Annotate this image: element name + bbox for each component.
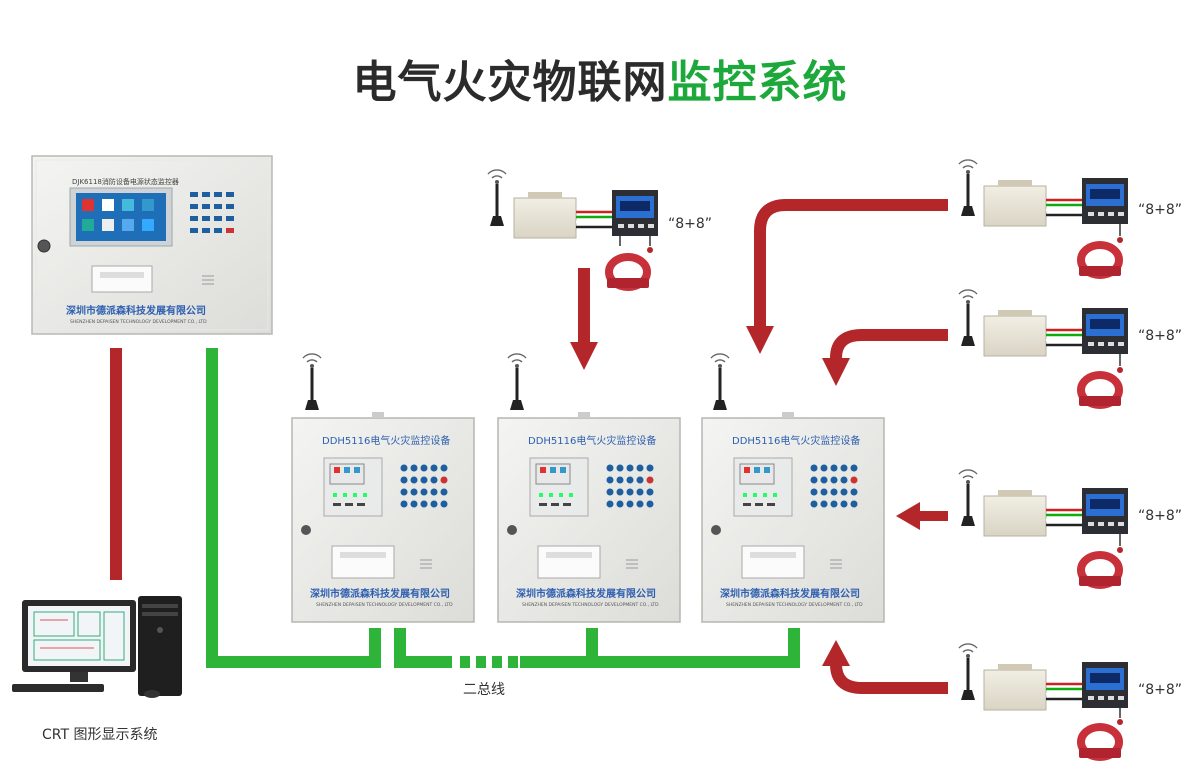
two-wire-bus (206, 348, 800, 668)
host-model-label: DJK6118消防设备电源状态监控器 (72, 177, 179, 186)
device-1-company-cn: 深圳市德派森科技发展有限公司 (310, 587, 450, 600)
host-to-crt-link (110, 348, 122, 580)
device-3-company-cn: 深圳市德派森科技发展有限公司 (720, 587, 860, 600)
detector-unit-2: “8+8” (957, 158, 1182, 276)
detector-2-label: “8+8” (1138, 202, 1182, 218)
host-company-cn: 深圳市德派森科技发展有限公司 (66, 304, 206, 317)
monitoring-device-2: DDH5116电气火灾监控设备 深圳市德派森科技发展有限公司 SHENZHEN … (497, 352, 681, 623)
computer-icon (12, 596, 182, 698)
crt-label: CRT 图形显示系统 (42, 727, 158, 743)
bus-gap-dashes (460, 656, 518, 668)
detector-4-label: “8+8” (1138, 508, 1182, 524)
device-2-model: DDH5116电气火灾监控设备 (528, 434, 656, 447)
arrow-top-right-bend (746, 199, 948, 354)
host-monitor-cabinet: DJK6118消防设备电源状态监控器 深圳市德派森科技发展有限公司 SHENZH… (31, 155, 273, 335)
detector-unit-3: “8+8” (957, 288, 1182, 406)
meter-icon (612, 190, 658, 253)
device-1-model: DDH5116电气火灾监控设备 (322, 434, 450, 447)
detector-3-label: “8+8” (1138, 328, 1182, 344)
monitoring-device-1: DDH5116电气火灾监控设备 深圳市德派森科技发展有限公司 SHENZHEN … (291, 352, 475, 623)
device-2-company-cn: 深圳市德派森科技发展有限公司 (516, 587, 656, 600)
monitoring-device-3: DDH5116电气火灾监控设备 深圳市德派森科技发展有限公司 SHENZHEN … (701, 352, 885, 623)
host-company-en: SHENZHEN DEPAISEN TECHNOLOGY DEVELOPMENT… (70, 319, 207, 325)
detector-1-label: “8+8” (668, 216, 712, 232)
device-3-company-en: SHENZHEN DEPAISEN TECHNOLOGY DEVELOPMENT… (726, 602, 863, 608)
title-accent: 监控系统 (667, 57, 848, 108)
detector-unit-5: “8+8” (957, 642, 1182, 758)
device-3-model: DDH5116电气火灾监控设备 (732, 434, 860, 447)
detector-5-label: “8+8” (1138, 682, 1182, 698)
arrow-middle-left (896, 502, 948, 530)
arrow-bottom-up-bend (822, 640, 948, 694)
arrow-top-down (570, 268, 598, 370)
host-keypad (190, 192, 234, 233)
arrow-second-right-bend (822, 329, 948, 386)
detector-unit-1: “8+8” (486, 168, 712, 288)
bus-label: 二总线 (463, 682, 505, 698)
device-2-company-en: SHENZHEN DEPAISEN TECHNOLOGY DEVELOPMENT… (522, 602, 659, 608)
device-1-company-en: SHENZHEN DEPAISEN TECHNOLOGY DEVELOPMENT… (316, 602, 453, 608)
page-title: 电气火灾物联网监控系统 (0, 46, 1200, 110)
detector-unit-4: “8+8” (957, 468, 1182, 586)
title-main: 电气火灾物联网 (352, 57, 668, 108)
